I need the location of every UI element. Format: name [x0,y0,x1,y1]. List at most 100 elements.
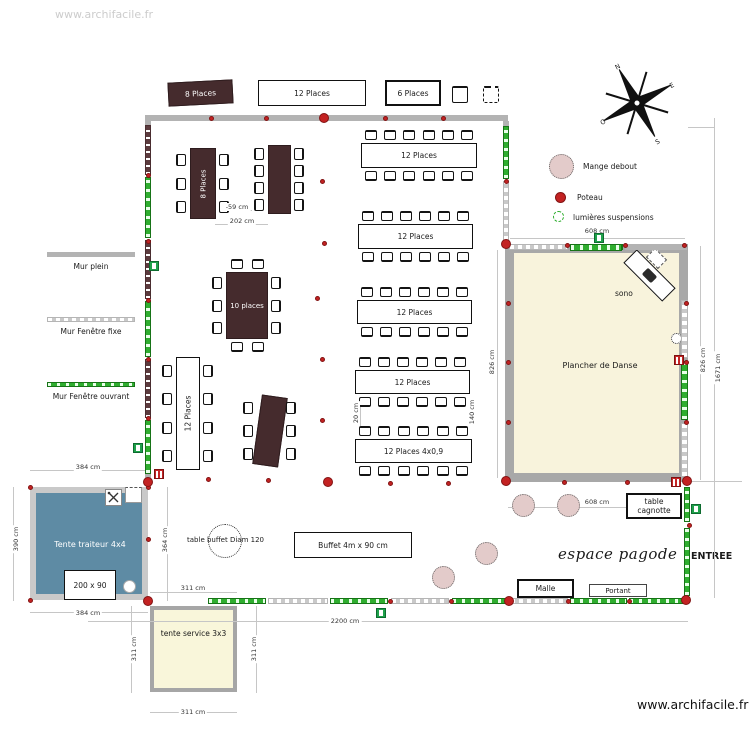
chair[interactable] [436,466,449,476]
poteau[interactable] [143,596,153,606]
chair[interactable] [435,357,448,367]
chair[interactable] [416,357,429,367]
chair[interactable] [378,426,391,436]
chair[interactable] [230,259,243,269]
chair[interactable] [364,130,377,140]
poteau[interactable] [265,477,271,483]
chair[interactable] [251,342,264,352]
chair[interactable] [418,287,431,297]
label-box[interactable]: Portant [589,584,647,597]
chair[interactable] [254,164,264,177]
chair[interactable] [243,448,253,461]
mange-debout-table[interactable] [431,565,455,589]
poteau[interactable] [382,115,388,121]
chair[interactable] [251,259,264,269]
table[interactable]: 8 Places [190,148,216,219]
chair[interactable] [456,327,469,337]
chair[interactable] [419,211,432,221]
poteau[interactable] [504,596,514,606]
chair[interactable] [212,299,222,312]
poteau[interactable] [681,242,687,248]
chair[interactable] [438,211,451,221]
chair[interactable] [162,449,172,462]
poteau[interactable] [321,240,327,246]
label-box[interactable]: 200 x 90 [64,570,116,600]
poteau[interactable] [682,476,692,486]
chair[interactable] [379,327,392,337]
chair[interactable] [399,252,412,262]
chair[interactable] [361,211,374,221]
chair[interactable] [360,287,373,297]
poteau[interactable] [145,238,151,244]
poteau[interactable] [681,595,691,605]
poteau[interactable] [145,415,151,421]
chair[interactable] [422,171,435,181]
chair[interactable] [203,365,213,378]
poteau[interactable] [319,113,329,123]
poteau[interactable] [387,480,393,486]
chair[interactable] [176,201,186,214]
chair[interactable] [454,357,467,367]
chair[interactable] [219,153,229,166]
chair[interactable] [230,342,243,352]
chair[interactable] [396,397,409,407]
chair[interactable] [361,252,374,262]
chair[interactable] [254,182,264,195]
chair[interactable] [403,171,416,181]
poteau[interactable] [314,295,320,301]
table[interactable]: 12 Places [176,357,200,470]
poteau[interactable] [683,359,689,365]
table[interactable]: 12 Places 4x0,9 [355,439,472,463]
chair[interactable] [358,357,371,367]
poteau[interactable] [27,597,33,603]
chair[interactable] [364,171,377,181]
chair[interactable] [271,277,281,290]
chair[interactable] [294,199,304,212]
chair[interactable] [176,153,186,166]
chair[interactable] [418,327,431,337]
chair[interactable] [380,211,393,221]
poteau[interactable] [319,356,325,362]
chair[interactable] [384,171,396,181]
poteau[interactable] [505,419,511,425]
table[interactable] [252,394,288,468]
chair[interactable] [456,287,469,297]
chair[interactable] [483,86,499,103]
chair[interactable] [358,466,371,476]
poteau[interactable] [622,242,628,248]
poteau[interactable] [683,419,689,425]
counter-icon[interactable] [125,487,142,503]
chair[interactable] [452,86,468,103]
chair[interactable] [417,426,430,436]
chair[interactable] [203,449,213,462]
table[interactable]: 12 Places [355,370,470,394]
label-box[interactable]: table cagnotte [626,493,682,519]
mange-debout-table[interactable] [556,493,580,517]
poteau[interactable] [561,479,567,485]
poteau[interactable] [145,172,151,178]
buffet-round-table[interactable] [208,524,242,558]
chair[interactable] [294,164,304,177]
label-box[interactable]: 12 Places [258,80,366,106]
chair[interactable] [358,426,371,436]
chair[interactable] [398,287,411,297]
label-box[interactable]: Buffet 4m x 90 cm [294,532,412,558]
chair[interactable] [162,421,172,434]
poteau[interactable] [263,115,269,121]
poteau[interactable] [501,239,511,249]
chair[interactable] [243,425,253,437]
chair[interactable] [294,147,304,160]
poteau[interactable] [565,598,571,604]
table[interactable] [268,145,291,214]
chair[interactable] [286,425,296,437]
poteau[interactable] [505,300,511,306]
chair[interactable] [457,211,470,221]
chair[interactable] [384,130,396,140]
chair[interactable] [438,252,451,262]
chair[interactable] [203,393,213,406]
chair[interactable] [435,397,448,407]
chair[interactable] [176,177,186,190]
chair[interactable] [212,321,222,334]
poteau[interactable] [208,115,214,121]
chair[interactable] [399,211,412,221]
